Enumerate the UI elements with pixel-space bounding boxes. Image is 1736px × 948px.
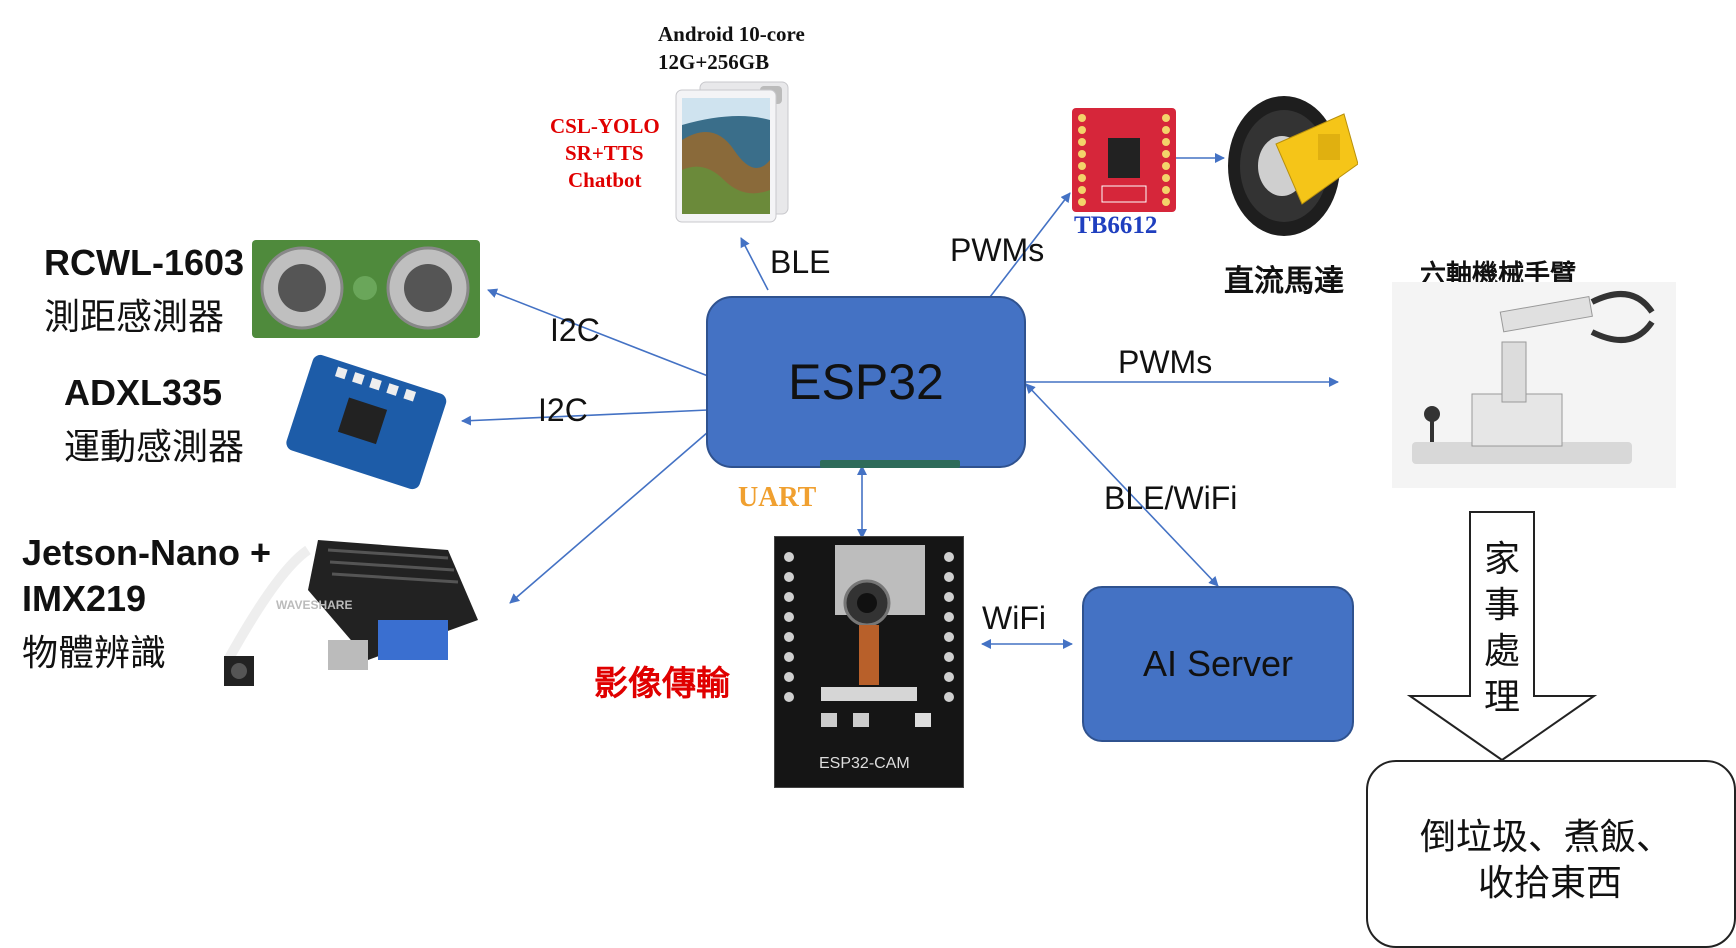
adxl-name: ADXL335	[64, 372, 223, 413]
housework-char-1: 家	[1484, 539, 1521, 579]
conn-label-i2c-adxl: I2C	[538, 392, 588, 428]
adxl-desc: 運動感測器	[64, 427, 245, 467]
jetson-line2: IMX219	[22, 578, 147, 619]
conn-label-ble: BLE	[770, 244, 831, 280]
tablet-sw-line2: SR+TTS	[565, 141, 644, 165]
conn-label-wifi: WiFi	[982, 600, 1046, 636]
tablet-icon	[675, 81, 789, 223]
tablet-spec-line2: 12G+256GB	[658, 50, 770, 74]
tablet-sw-line1: CSL-YOLO	[550, 114, 660, 138]
conn-label-i2c-rcwl: I2C	[550, 312, 600, 348]
rcwl-desc: 測距感測器	[44, 297, 225, 337]
arrow-esp32-to-rcwl	[487, 288, 709, 377]
housework-char-2: 事	[1484, 585, 1521, 625]
dc-motor-image	[1226, 94, 1359, 254]
ai-server-label: AI Server	[1142, 643, 1294, 684]
robot-arm-image	[1392, 282, 1676, 488]
conn-label-pwms-arm: PWMs	[1118, 344, 1213, 380]
arrow-esp32-to-adxl	[461, 409, 709, 426]
jetson-board-image	[218, 510, 488, 700]
tb6612-board-image	[1072, 108, 1176, 212]
jetson-nano-icon	[223, 540, 478, 686]
wheel-icon	[1228, 96, 1359, 236]
motor-driver-icon	[1072, 108, 1176, 212]
esp32-box: ESP32	[706, 296, 1026, 468]
rcwl-board-image	[252, 240, 480, 338]
conn-label-pwms-motor: PWMs	[950, 232, 1045, 268]
ultrasonic-sensor-icon	[252, 240, 480, 338]
arrow-esp32-aiserver	[1025, 383, 1219, 587]
conn-label-uart: UART	[738, 482, 817, 513]
waveshare-watermark: WAVESHARE	[276, 598, 353, 612]
esp32-label: ESP32	[788, 354, 944, 410]
jetson-line1: Jetson-Nano +	[22, 532, 272, 573]
tasks-box	[1366, 760, 1736, 948]
ai-server-box: AI Server	[1082, 586, 1354, 742]
housework-char-3: 處	[1484, 631, 1521, 671]
housework-down-arrow	[1406, 511, 1598, 762]
tb6612-label: TB6612	[1074, 212, 1158, 239]
adxl-board-image	[282, 352, 450, 494]
rcwl-name: RCWL-1603	[44, 242, 245, 283]
esp32-box-shadow-bar	[820, 460, 960, 468]
tasks-line1: 倒垃圾、煮飯、	[1420, 817, 1673, 857]
housework-char-4: 理	[1484, 677, 1521, 717]
accelerometer-icon	[286, 354, 447, 490]
esp32-cam-icon	[784, 545, 954, 727]
robot-arm-icon	[1412, 291, 1655, 464]
arrow-esp32-to-jetson	[509, 431, 709, 604]
esp32-cam-board: ESP32-CAM	[774, 536, 964, 788]
tablet-image	[674, 80, 790, 224]
conn-label-ble-wifi: BLE/WiFi	[1104, 480, 1238, 516]
jetson-desc: 物體辨識	[22, 633, 167, 673]
tablet-sw-line3: Chatbot	[568, 168, 642, 192]
tablet-spec-line1: Android 10-core	[658, 22, 805, 46]
image-transfer-label: 影像傳輸	[594, 666, 730, 703]
esp32-cam-silkscreen: ESP32-CAM	[819, 755, 910, 772]
dc-motor-label: 直流馬達	[1224, 265, 1344, 298]
arrow-esp32-to-tb6612	[989, 192, 1071, 298]
tasks-line2: 收拾東西	[1478, 863, 1623, 903]
arrow-esp32-to-tablet	[740, 237, 769, 291]
